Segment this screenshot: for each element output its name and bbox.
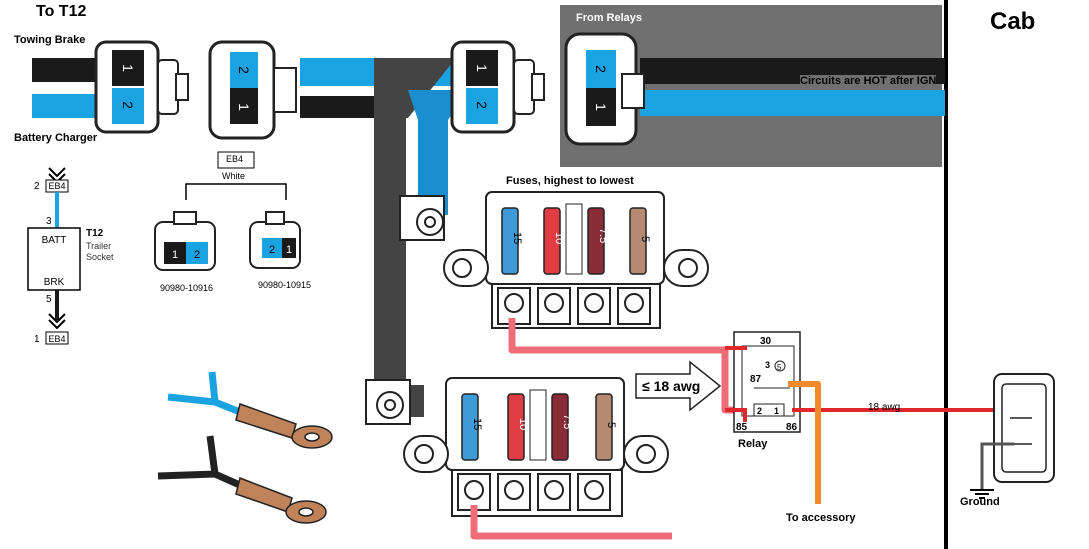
fuse-box-bottom	[365, 377, 669, 517]
label-socket: Socket	[86, 252, 114, 262]
batt-label: BATT	[42, 235, 67, 246]
pin-label: 1	[34, 334, 40, 345]
relay-mini-1: 1	[774, 406, 779, 416]
relay-mini-2: 2	[757, 406, 762, 416]
cab-switch[interactable]	[993, 373, 1055, 483]
relay-pin-30: 30	[760, 336, 772, 347]
pin-label: 2	[34, 181, 40, 192]
relay-mini-3: 3	[765, 360, 770, 370]
svg-text:1: 1	[474, 64, 490, 72]
label-battery-charger: Battery Charger	[14, 132, 98, 144]
label-hot-after-ign: Circuits are HOT after IGN	[800, 75, 937, 87]
part-number-b: 90980-10915	[258, 280, 312, 290]
connector-from-relays[interactable]: 2 1	[564, 32, 645, 146]
fuse-10-label: 10	[553, 232, 565, 244]
svg-text:2: 2	[120, 101, 136, 109]
blue-feed-diagonal	[408, 90, 468, 215]
awg-arrow	[635, 360, 722, 412]
fuse-15-label: 15	[511, 232, 523, 244]
ground-wire	[980, 442, 1014, 490]
svg-text:1: 1	[172, 249, 178, 261]
ring-terminal-black	[157, 435, 327, 524]
svg-text:2: 2	[593, 65, 609, 73]
fuse-5-label: 5	[605, 422, 617, 428]
connector-90980-10916: 1 2	[154, 211, 216, 271]
t12-schematic	[27, 167, 81, 345]
pin-label: 5	[46, 294, 52, 305]
label-t12: T12	[86, 228, 104, 239]
orange-wire	[788, 381, 821, 504]
relay-pin-85: 85	[736, 422, 748, 433]
pink-wire-bottom	[470, 505, 672, 540]
black-wire-main	[300, 96, 380, 118]
svg-text:1: 1	[593, 103, 609, 111]
label-eb4: EB4	[226, 154, 244, 164]
eb4-top-label: EB4	[48, 181, 65, 191]
relay-mini-5: 5	[777, 363, 782, 372]
pin-label: 3	[46, 216, 52, 227]
connector-towing[interactable]: 1 2	[94, 40, 189, 134]
blue-wire-relays	[640, 90, 945, 116]
awg-note: ≤ 18 awg	[642, 378, 700, 394]
connector-90980-10915: 2 1	[249, 211, 301, 269]
svg-text:1: 1	[236, 103, 252, 111]
label-trailer: Trailer	[86, 241, 112, 251]
eb4-bottom-label: EB4	[48, 334, 65, 344]
label-relay: Relay	[738, 438, 768, 450]
fuse-5-label: 5	[639, 236, 651, 242]
connector-mid[interactable]: 1 2	[450, 40, 545, 134]
label-eb4-white: White	[222, 171, 246, 181]
connector-eb4-female[interactable]: 2 1	[208, 40, 297, 140]
label-18-awg: 18 awg	[868, 402, 901, 413]
brk-label: BRK	[44, 277, 65, 288]
fuse-7-5-label: 7.5	[597, 228, 609, 243]
relay-pin-86: 86	[786, 422, 798, 433]
red-wire-30	[725, 346, 747, 350]
svg-text:1: 1	[120, 64, 136, 72]
svg-text:2: 2	[269, 244, 275, 256]
svg-text:2: 2	[236, 66, 252, 74]
label-fuses-order: Fuses, highest to lowest	[506, 175, 634, 187]
part-number-a: 90980-10916	[160, 283, 214, 293]
label-from-relays: From Relays	[576, 12, 643, 24]
fuse-box-top	[399, 191, 709, 329]
title-cab: Cab	[990, 8, 1036, 35]
label-to-accessory: To accessory	[786, 512, 856, 524]
svg-text:1: 1	[286, 244, 292, 256]
ground-symbol	[970, 489, 994, 499]
ring-terminal-blue	[167, 371, 333, 449]
fuse-7-5-label: 7.5	[561, 414, 573, 429]
title-to-t12: To T12	[36, 3, 87, 20]
label-ground: Ground	[960, 496, 1000, 508]
eb4-label-box	[217, 151, 255, 169]
relay-pin-87: 87	[750, 374, 762, 385]
svg-text:2: 2	[474, 101, 490, 109]
svg-text:2: 2	[194, 249, 200, 261]
fuse-15-label: 15	[471, 418, 483, 430]
eb4-bracket	[185, 183, 287, 200]
fuse-10-label: 10	[517, 418, 529, 430]
red-wire-85	[725, 408, 747, 422]
label-towing-brake: Towing Brake	[14, 34, 86, 46]
